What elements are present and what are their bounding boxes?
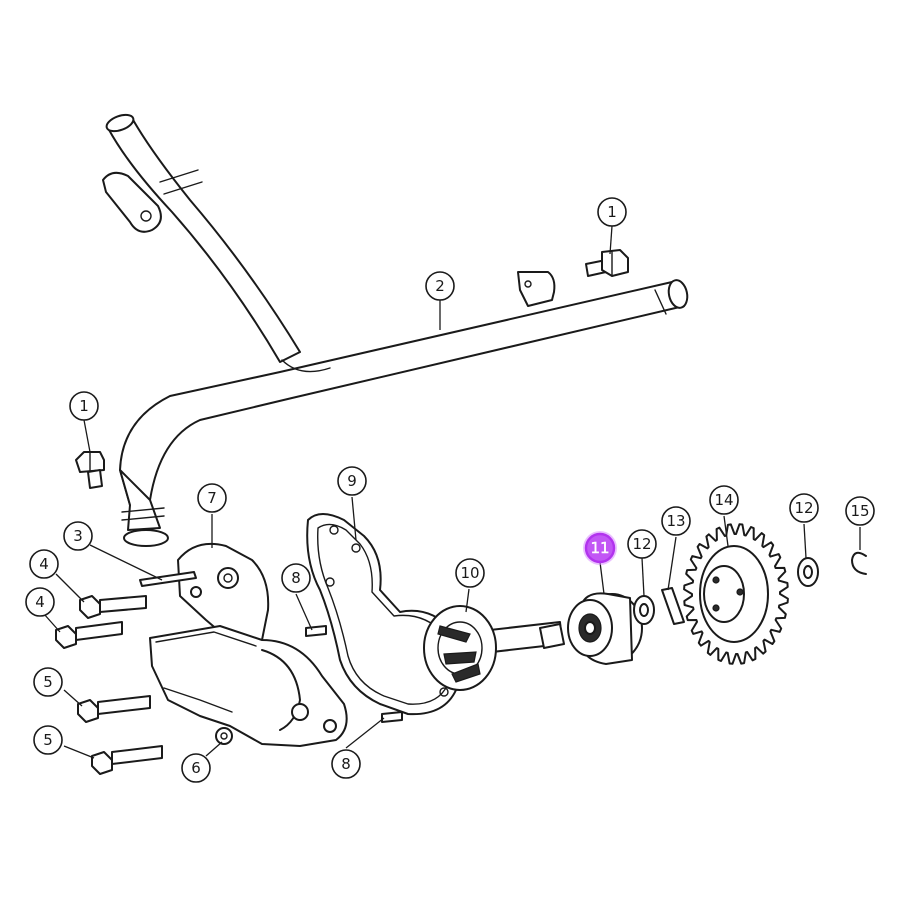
svg-text:3: 3 bbox=[73, 527, 83, 545]
svg-text:6: 6 bbox=[191, 759, 201, 777]
callout-1-upper: 1 bbox=[597, 197, 627, 227]
svg-text:11: 11 bbox=[590, 539, 609, 557]
svg-text:7: 7 bbox=[207, 489, 217, 507]
dowel-pin-part-8-upper bbox=[305, 625, 327, 637]
long-bolt-part-4-upper bbox=[79, 595, 147, 619]
gasket-strip-part bbox=[139, 571, 197, 587]
bearing-seal-part bbox=[567, 592, 643, 665]
callout-15: 15 bbox=[845, 496, 875, 526]
callout-9: 9 bbox=[337, 466, 367, 496]
svg-text:12: 12 bbox=[794, 499, 813, 517]
callout-4-upper: 4 bbox=[29, 549, 59, 579]
coolant-pipe-part bbox=[102, 113, 689, 547]
leader-lines bbox=[43, 225, 861, 759]
callout-8-lower: 8 bbox=[331, 749, 361, 779]
svg-text:8: 8 bbox=[341, 755, 351, 773]
long-bolt-part-5-upper bbox=[77, 695, 151, 723]
drive-gear-part bbox=[683, 523, 789, 665]
callout-12-left: 12 bbox=[627, 529, 657, 559]
dowel-pin-part-8-lower bbox=[381, 711, 403, 723]
svg-text:13: 13 bbox=[666, 512, 685, 530]
callout-11-highlighted: 11 bbox=[583, 531, 617, 565]
svg-text:1: 1 bbox=[79, 397, 89, 415]
callout-5-lower: 5 bbox=[33, 725, 63, 755]
callout-6: 6 bbox=[181, 753, 211, 783]
callout-5-upper: 5 bbox=[33, 667, 63, 697]
callout-12-right: 12 bbox=[789, 493, 819, 523]
bolt-part-1-upper bbox=[585, 249, 629, 277]
svg-text:10: 10 bbox=[460, 564, 479, 582]
long-bolt-part-4-lower bbox=[55, 621, 123, 649]
svg-text:1: 1 bbox=[607, 203, 617, 221]
callout-2: 2 bbox=[425, 271, 455, 301]
svg-text:15: 15 bbox=[850, 502, 869, 520]
impeller-shaft-part bbox=[423, 605, 565, 691]
washer-part-12-b bbox=[797, 557, 819, 587]
svg-text:5: 5 bbox=[43, 731, 53, 749]
callout-3: 3 bbox=[63, 521, 93, 551]
callout-14: 14 bbox=[709, 485, 739, 515]
pin-part-13 bbox=[661, 587, 685, 625]
callout-10: 10 bbox=[455, 558, 485, 588]
callout-4-lower: 4 bbox=[25, 587, 55, 617]
callouts: 1 1 2 3 4 4 5 5 6 7 8 8 bbox=[25, 197, 875, 783]
svg-text:9: 9 bbox=[347, 472, 357, 490]
callout-1-lower: 1 bbox=[69, 391, 99, 421]
bolt-part-1-lower bbox=[75, 451, 105, 489]
washer-part-12-a bbox=[633, 595, 655, 625]
svg-text:2: 2 bbox=[435, 277, 445, 295]
long-bolt-part-5-lower bbox=[91, 745, 163, 775]
pump-cover-part bbox=[149, 625, 348, 747]
svg-text:4: 4 bbox=[39, 555, 49, 573]
svg-text:4: 4 bbox=[35, 593, 45, 611]
svg-text:14: 14 bbox=[714, 491, 733, 509]
svg-text:8: 8 bbox=[291, 569, 301, 587]
svg-text:5: 5 bbox=[43, 673, 53, 691]
callout-13: 13 bbox=[661, 506, 691, 536]
svg-text:12: 12 bbox=[632, 535, 651, 553]
pump-housing-part bbox=[177, 542, 270, 643]
callout-7: 7 bbox=[197, 483, 227, 513]
callout-8-upper: 8 bbox=[281, 563, 311, 593]
circlip-part-15 bbox=[851, 551, 867, 575]
